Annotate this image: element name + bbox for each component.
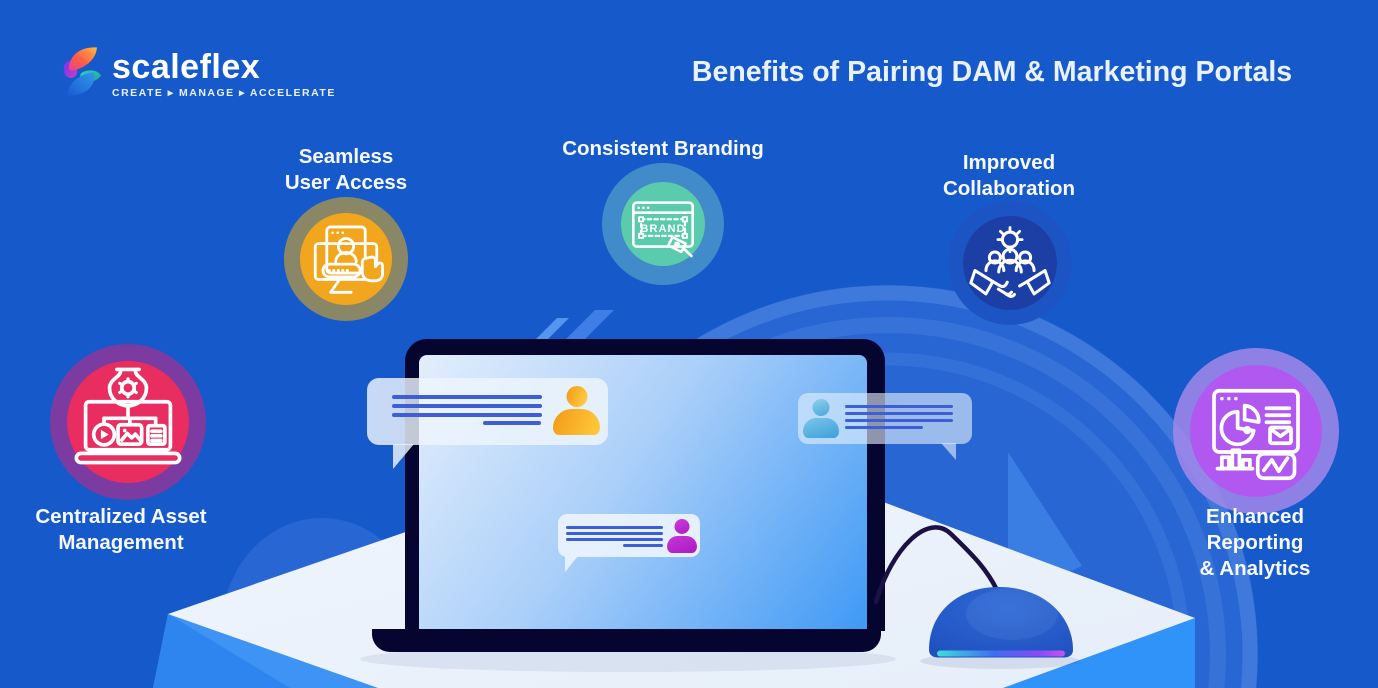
benefit-label-consistent-branding: Consistent Branding <box>562 137 764 160</box>
svg-text:BRAND: BRAND <box>640 223 685 235</box>
benefit-circle-consistent-branding: BRAND <box>602 163 724 285</box>
brand-window-icon: BRAND <box>632 201 694 258</box>
benefit-circle-enhanced-reporting-analytics <box>1173 348 1339 514</box>
bubble-tail <box>941 443 956 460</box>
brand-tagline: CREATE ▸ MANAGE ▸ ACCELERATE <box>112 87 336 99</box>
asset-laptop-icon <box>74 367 182 465</box>
handshake-team-icon <box>969 226 1051 298</box>
analytics-dashboard-icon <box>1212 388 1300 481</box>
benefit-label-centralized-asset-management: Centralized Asset Management <box>35 505 207 554</box>
scaleflex-logo: scaleflex CREATE ▸ MANAGE ▸ ACCELERATE <box>60 44 336 100</box>
user-avatar-orange <box>553 386 600 435</box>
bubble-tail <box>393 444 414 469</box>
laptop-base <box>372 629 881 652</box>
chat-bubble-bottom <box>558 514 700 572</box>
login-screen-icon <box>313 225 384 294</box>
user-avatar-blue <box>803 399 839 438</box>
benefit-label-enhanced-reporting-analytics: Enhanced Reporting & Analytics <box>1199 505 1311 580</box>
benefit-label-seamless-user-access: Seamless User Access <box>284 145 408 194</box>
benefit-circle-centralized-asset-management <box>50 344 206 500</box>
chat-bubble-right <box>798 393 972 460</box>
bubble-tail <box>565 556 578 572</box>
user-avatar-magenta <box>667 519 697 553</box>
chat-bubble-left <box>367 378 608 469</box>
page-title: Benefits of Pairing DAM & Marketing Port… <box>691 56 1293 88</box>
stripe-decoration <box>530 318 569 345</box>
benefit-label-improved-collaboration: Improved Collaboration <box>942 151 1076 200</box>
benefit-circle-seamless-user-access <box>284 197 408 321</box>
scaleflex-logo-icon <box>63 47 101 96</box>
brand-name: scaleflex <box>112 48 261 86</box>
benefit-circle-improved-collaboration <box>948 201 1072 325</box>
